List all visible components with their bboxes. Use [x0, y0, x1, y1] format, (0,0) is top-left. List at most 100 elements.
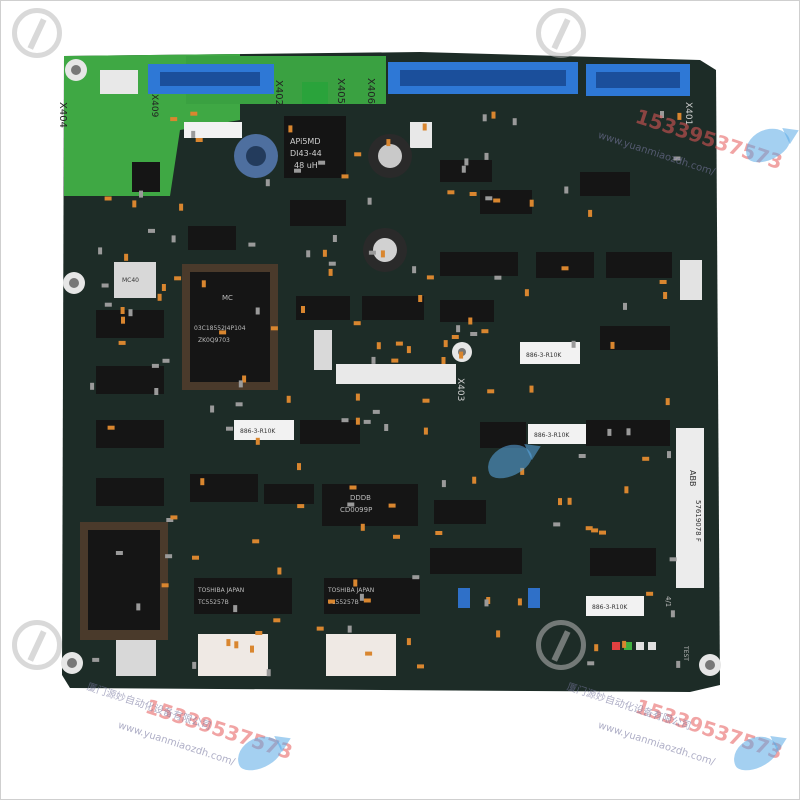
resistor-net-label-1: 886-3-R10K	[240, 428, 276, 435]
smd-part	[372, 409, 380, 414]
smd-part	[482, 114, 487, 122]
smd-part	[571, 340, 576, 348]
eprom-sticker-1	[198, 634, 268, 676]
resistor-net-label-4: 886-3-R10K	[592, 604, 628, 611]
smd-part	[610, 341, 615, 349]
smd-part	[496, 630, 501, 638]
smd-part	[485, 196, 493, 201]
connector-label-x405: X405	[335, 78, 346, 104]
smd-part	[104, 302, 112, 307]
smd-part	[219, 330, 227, 335]
smd-part	[676, 660, 681, 668]
memory-chip-2	[324, 578, 420, 614]
resistor-networks	[184, 122, 644, 616]
smd-part	[161, 284, 166, 291]
watermark-logo-icon	[12, 8, 62, 58]
smd-part	[170, 117, 178, 122]
smd-part	[642, 456, 650, 461]
smd-part	[456, 325, 461, 333]
smd-part	[161, 583, 169, 588]
smd-part	[136, 603, 141, 611]
smd-part	[101, 283, 109, 288]
smd-part	[367, 197, 372, 205]
watermark-logo-icon	[536, 8, 586, 58]
smd-part	[469, 192, 477, 196]
smd-part	[174, 276, 182, 281]
smd-part	[461, 165, 466, 173]
smd-part	[121, 316, 125, 324]
smd-part	[673, 156, 681, 161]
smd-part	[443, 340, 448, 348]
smd-part	[255, 437, 260, 445]
ic-chips	[96, 160, 672, 576]
smd-part	[171, 235, 176, 243]
eprom-sticker-2	[326, 634, 396, 676]
memory-chip-1	[194, 578, 292, 614]
smd-part	[157, 293, 162, 301]
smd-part	[371, 356, 376, 364]
smd-part	[363, 598, 371, 603]
memory-chip-1-label-2: TC55257B	[197, 599, 229, 606]
smd-part	[558, 498, 562, 506]
smd-part	[354, 152, 362, 157]
mounting-holes	[61, 59, 721, 676]
smd-part	[248, 242, 256, 247]
smd-part	[481, 329, 489, 334]
smd-part	[233, 605, 238, 613]
smd-part	[151, 363, 159, 368]
smd-part	[92, 657, 100, 662]
smd-part	[318, 160, 326, 165]
smd-part	[441, 357, 446, 364]
smd-part	[192, 661, 197, 669]
smd-part	[529, 385, 534, 393]
plcc-chip	[88, 530, 160, 630]
smd-part	[115, 551, 123, 555]
smd-part	[306, 250, 311, 258]
smd-part	[663, 292, 668, 299]
white-connector-right	[680, 260, 702, 300]
smd-part	[132, 200, 137, 208]
barcode-sticker	[676, 428, 704, 588]
smd-part	[520, 467, 525, 475]
crystal-oscillator	[114, 262, 156, 298]
smd-part	[266, 669, 271, 677]
smd-part	[646, 591, 654, 596]
smd-part	[493, 198, 501, 203]
smd-part	[120, 307, 125, 314]
smd-part	[587, 661, 595, 666]
connector-label-x409: X409	[149, 94, 159, 118]
smd-part	[328, 261, 336, 266]
smd-part	[412, 266, 417, 274]
smd-part	[406, 638, 411, 646]
smd-part	[273, 618, 281, 623]
smd-part	[270, 326, 278, 331]
smd-part	[190, 111, 198, 116]
dsp-chip	[322, 484, 418, 526]
smd-part	[201, 280, 206, 288]
smd-part	[255, 631, 263, 635]
smd-part	[322, 249, 327, 257]
smd-part	[341, 418, 349, 423]
smd-part	[316, 626, 324, 631]
smd-part	[470, 332, 478, 336]
smd-part	[441, 480, 446, 488]
abb-label: ABB	[688, 470, 697, 486]
smd-part	[234, 641, 239, 649]
smd-part	[107, 425, 115, 430]
smd-part	[255, 307, 260, 315]
smd-part	[154, 388, 159, 395]
dsp-chip-label-2: CD0099P	[340, 506, 372, 514]
smd-part	[368, 250, 376, 255]
smd-part	[422, 123, 427, 131]
white-part	[410, 122, 432, 148]
smd-part	[353, 579, 358, 587]
white-header	[100, 70, 138, 94]
smd-part	[265, 179, 270, 187]
smd-part	[332, 235, 337, 242]
smd-part	[347, 625, 352, 633]
smd-part	[487, 389, 495, 394]
smd-part	[288, 125, 293, 133]
inductor-label-2: DI43-44	[290, 149, 322, 158]
smd-part	[388, 503, 396, 508]
memory-chip-1-label-1: TOSHIBA JAPAN	[197, 587, 244, 594]
